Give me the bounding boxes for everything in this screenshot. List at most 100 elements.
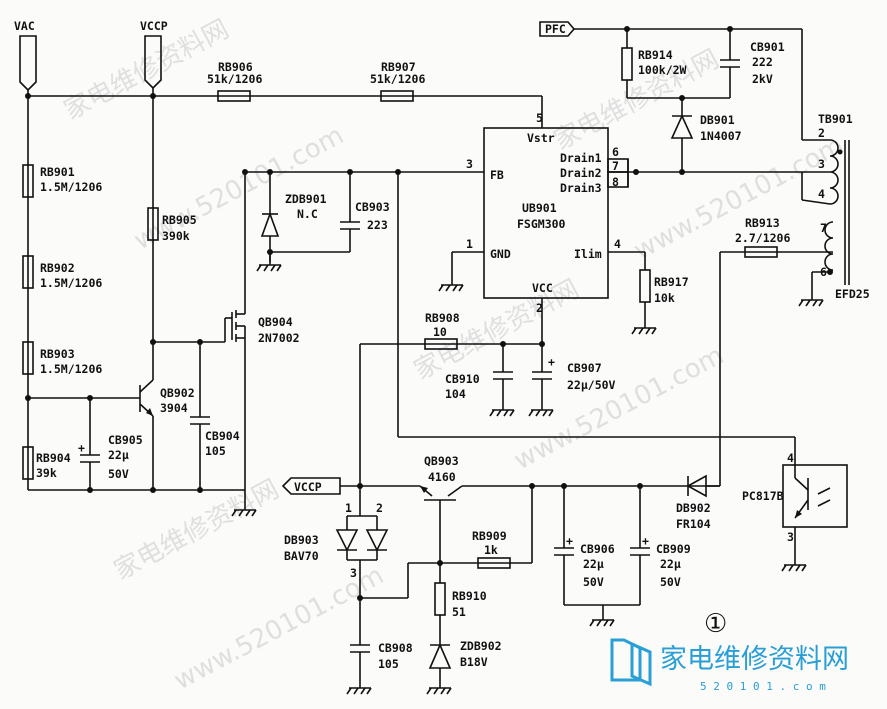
- label-parts-d3: 3: [350, 566, 357, 580]
- ground-symbol: [631, 327, 657, 335]
- label-parts-rb910v: 51: [452, 605, 466, 619]
- label-parts-cb903v: 223: [367, 218, 388, 232]
- label-ic-pin_gnd: GND: [490, 247, 511, 261]
- label-parts-db902: DB902: [676, 501, 711, 515]
- label-ic-pin_drain2: Drain2: [560, 166, 602, 180]
- ground-symbol: [489, 409, 515, 417]
- label-parts-cb906v: 22μ: [583, 557, 604, 571]
- ic-ub901: Vstr FB Drain1 Drain2 Drain3 UB901 FSGM3…: [466, 111, 629, 315]
- label-parts-cb910: CB910: [445, 372, 480, 386]
- label-parts-rb913: RB913: [745, 216, 780, 230]
- rb909-resistor: [477, 557, 511, 569]
- label-parts-rb910: RB910: [452, 589, 487, 603]
- ground-symbol: [528, 409, 554, 417]
- label-parts-t3: 3: [818, 157, 825, 171]
- label-parts-cb908v: 105: [378, 657, 399, 671]
- label-parts-t4: 4: [818, 187, 825, 201]
- label-parts-rb908v: 10: [433, 325, 447, 339]
- label-ic-pin_vcc: VCC: [532, 281, 553, 295]
- vccp-left-label: VCCP: [281, 477, 341, 495]
- label-parts-db901v: 1N4007: [700, 129, 742, 143]
- svg-text:+: +: [642, 534, 649, 548]
- rb906-resistor: [217, 90, 251, 102]
- label-parts-zdb901: ZDB901: [285, 192, 327, 206]
- rb914-resistor: [621, 47, 633, 81]
- label-parts-qb903: QB903: [424, 454, 459, 468]
- label-ic-part: FSGM300: [517, 217, 566, 231]
- label-logo-text: 家电维修资料网: [660, 644, 849, 675]
- label-parts-rb901v: 1.5M/1206: [40, 180, 102, 194]
- label-parts-cb907v: 22μ/50V: [567, 378, 616, 392]
- label-net_labels-vccp_top: VCCP: [140, 19, 168, 33]
- label-ic-n8: 8: [612, 175, 619, 189]
- label-net_labels-pfc: PFC: [545, 22, 566, 36]
- label-parts-cb904: CB904: [205, 429, 240, 443]
- rb908-resistor: [424, 338, 458, 350]
- label-logo-url: 5 2 0 1 0 1 . c o m: [700, 680, 826, 693]
- label-ic-n4: 4: [614, 237, 621, 251]
- label-parts-pc817: PC817B: [742, 489, 784, 503]
- label-ic-n5: 5: [536, 111, 543, 125]
- vac-input: VAC: [14, 19, 37, 96]
- label-ic-pin_ilim: Ilim: [574, 247, 602, 261]
- label-ic-n7: 7: [612, 159, 619, 173]
- label-parts-cb909v: 22μ: [660, 557, 681, 571]
- label-parts-rb908: RB908: [425, 311, 460, 325]
- label-parts-t2: 2: [818, 126, 825, 140]
- label-parts-cb909v2: 50V: [660, 575, 681, 589]
- label-parts-cb906v2: 50V: [583, 575, 604, 589]
- label-ic-n2: 2: [536, 301, 543, 315]
- label-parts-cb901: CB901: [750, 40, 785, 54]
- label-parts-rb902v: 1.5M/1206: [40, 276, 102, 290]
- label-parts-db903: DB903: [284, 533, 319, 547]
- label-parts-rb907: RB907: [381, 60, 416, 74]
- optocoupler-pc817b: 4 3 PC817B: [742, 451, 848, 544]
- label-parts-pc4: 4: [787, 451, 794, 465]
- label-net_labels-vccp_left: VCCP: [294, 480, 322, 494]
- label-parts-qb902v: 3904: [160, 401, 188, 415]
- label-parts-zdb901v: N.C: [297, 207, 318, 221]
- label-ic-pin_fb: FB: [490, 168, 504, 182]
- label-parts-cb905v2: 50V: [108, 467, 129, 481]
- label-parts-cb901v: 222: [752, 55, 773, 69]
- ground-symbol: [256, 252, 282, 272]
- site-logo: 家电维修资料网 5 2 0 1 0 1 . c o m: [610, 638, 849, 693]
- ground-symbol: [231, 509, 257, 517]
- label-parts-rb901: RB901: [40, 165, 75, 179]
- label-parts-db903v: BAV70: [284, 549, 319, 563]
- label-parts-zdb902v: B18V: [460, 655, 488, 669]
- ground-symbol: [781, 564, 807, 572]
- watermark: 家电维修资料网: [109, 474, 284, 586]
- rb904-resistor: [22, 446, 34, 480]
- ground-symbol: [426, 687, 452, 695]
- svg-text:+: +: [548, 355, 555, 369]
- figure-number: ①: [704, 609, 727, 639]
- label-ic-n1: 1: [466, 237, 473, 251]
- label-parts-cb904v: 105: [205, 444, 226, 458]
- label-parts-rb914: RB914: [638, 48, 673, 62]
- label-parts-rb906: RB906: [218, 60, 253, 74]
- ground-symbol: [438, 284, 464, 292]
- rb907-resistor: [380, 90, 414, 102]
- label-parts-rb909v: 1k: [484, 543, 498, 557]
- label-parts-cb910v: 104: [445, 387, 466, 401]
- label-parts-zdb902: ZDB902: [460, 639, 502, 653]
- label-parts-qb902: QB902: [160, 386, 195, 400]
- label-parts-rb905v: 390k: [162, 229, 190, 243]
- watermark: www.520101.com: [629, 130, 849, 266]
- label-ic-pin_drain1: Drain1: [560, 151, 602, 165]
- label-parts-cb908: CB908: [378, 641, 413, 655]
- watermark: 家电维修资料网: [549, 44, 724, 156]
- label-ic-n3: 3: [466, 157, 473, 171]
- label-parts-rb917v: 10k: [654, 291, 675, 305]
- pfc-input: PFC: [539, 21, 576, 37]
- vccp-top-input: VCCP: [140, 19, 168, 90]
- rb902-resistor: [22, 255, 34, 289]
- label-parts-rb903v: 1.5M/1206: [40, 362, 102, 376]
- label-parts-pc3: 3: [787, 530, 794, 544]
- label-parts-db901: DB901: [700, 113, 735, 127]
- label-net_labels-vac: VAC: [14, 19, 35, 33]
- rb913-resistor: [744, 246, 778, 258]
